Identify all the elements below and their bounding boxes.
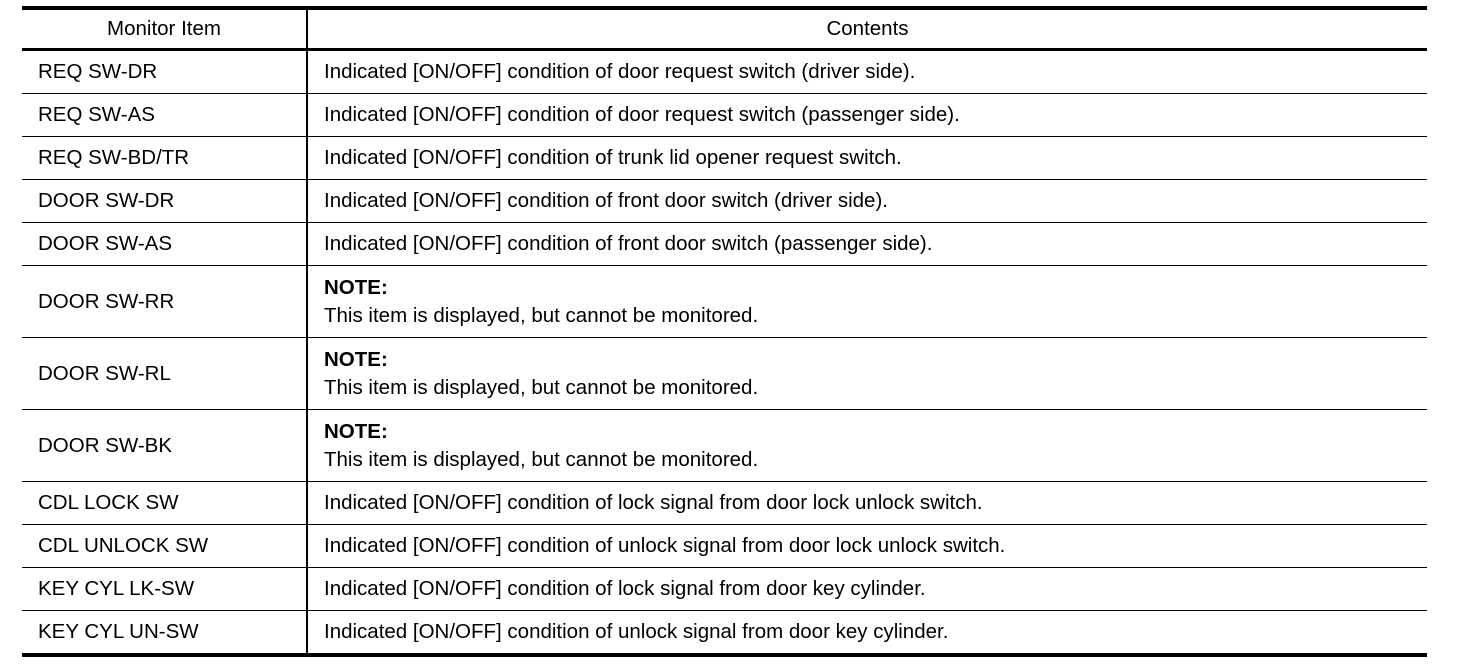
table-row: KEY CYL UN-SW Indicated [ON/OFF] conditi…: [22, 610, 1427, 655]
table-body: REQ SW-DR Indicated [ON/OFF] condition o…: [22, 49, 1427, 655]
table-row: KEY CYL LK-SW Indicated [ON/OFF] conditi…: [22, 567, 1427, 611]
table-row: DOOR SW-BK NOTE: This item is displayed,…: [22, 409, 1427, 482]
monitor-item-cell: KEY CYL UN-SW: [22, 610, 308, 655]
note-text: This item is displayed, but cannot be mo…: [324, 303, 759, 327]
header-contents: Contents: [826, 17, 909, 40]
contents-cell: NOTE: This item is displayed, but cannot…: [307, 338, 1427, 410]
monitor-item-cell: DOOR SW-RL: [22, 337, 308, 410]
contents-cell: Indicated [ON/OFF] condition of door req…: [324, 103, 960, 126]
table-row: DOOR SW-AS Indicated [ON/OFF] condition …: [22, 222, 1427, 266]
contents-cell: Indicated [ON/OFF] condition of unlock s…: [324, 534, 1006, 557]
contents-cell: Indicated [ON/OFF] condition of front do…: [324, 189, 888, 212]
header-monitor-item: Monitor Item: [22, 8, 308, 50]
table-row: DOOR SW-RL NOTE: This item is displayed,…: [22, 337, 1427, 410]
contents-cell: Indicated [ON/OFF] condition of front do…: [324, 232, 933, 255]
monitor-item-cell: DOOR SW-BK: [22, 409, 308, 482]
contents-cell: Indicated [ON/OFF] condition of lock sig…: [324, 491, 983, 514]
contents-cell: Indicated [ON/OFF] condition of door req…: [324, 60, 916, 83]
note-label: NOTE:: [324, 275, 388, 299]
monitor-item-cell: DOOR SW-DR: [22, 179, 308, 223]
table-row: REQ SW-AS Indicated [ON/OFF] condition o…: [22, 93, 1427, 137]
table-row: DOOR SW-RR NOTE: This item is displayed,…: [22, 265, 1427, 338]
note-label: NOTE:: [324, 347, 388, 371]
monitor-item-cell: CDL LOCK SW: [22, 481, 308, 525]
monitor-item-cell: CDL UNLOCK SW: [22, 524, 308, 568]
table-row: REQ SW-BD/TR Indicated [ON/OFF] conditio…: [22, 136, 1427, 180]
contents-cell: Indicated [ON/OFF] condition of lock sig…: [324, 577, 926, 600]
table-row: REQ SW-DR Indicated [ON/OFF] condition o…: [22, 49, 1427, 94]
monitor-item-table: Monitor Item Contents REQ SW-DR Indicate…: [22, 6, 1427, 657]
contents-cell: Indicated [ON/OFF] condition of unlock s…: [324, 620, 949, 643]
contents-cell: Indicated [ON/OFF] condition of trunk li…: [324, 146, 902, 169]
table-row: CDL UNLOCK SW Indicated [ON/OFF] conditi…: [22, 524, 1427, 568]
monitor-item-cell: DOOR SW-AS: [22, 222, 308, 266]
table-row: DOOR SW-DR Indicated [ON/OFF] condition …: [22, 179, 1427, 223]
table-row: CDL LOCK SW Indicated [ON/OFF] condition…: [22, 481, 1427, 525]
header-row: Monitor Item Contents: [22, 8, 1427, 50]
note-text: This item is displayed, but cannot be mo…: [324, 375, 759, 399]
monitor-item-cell: KEY CYL LK-SW: [22, 567, 308, 611]
monitor-item-cell: DOOR SW-RR: [22, 265, 308, 338]
monitor-item-cell: REQ SW-BD/TR: [22, 136, 308, 180]
note-text: This item is displayed, but cannot be mo…: [324, 447, 759, 471]
table-header: Monitor Item Contents: [22, 8, 1427, 50]
note-label: NOTE:: [324, 419, 388, 443]
monitor-item-cell: REQ SW-DR: [22, 49, 308, 94]
contents-cell: NOTE: This item is displayed, but cannot…: [307, 410, 1427, 482]
monitor-item-cell: REQ SW-AS: [22, 93, 308, 137]
contents-cell: NOTE: This item is displayed, but cannot…: [307, 266, 1427, 338]
